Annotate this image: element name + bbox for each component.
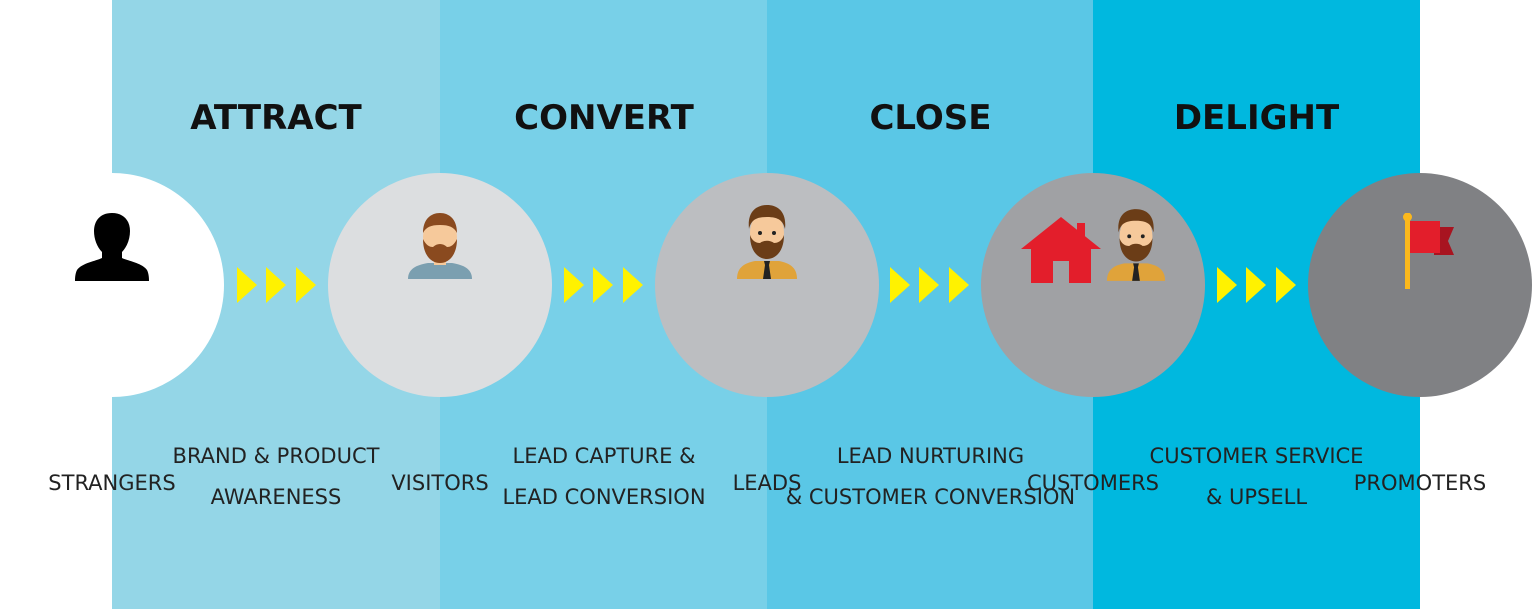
persona-leads: LEADS xyxy=(655,173,879,495)
arrow-chevrons-icon xyxy=(890,267,969,303)
persona-promoters: PROMOTERS xyxy=(1308,173,1532,495)
stage-title: CONVERT xyxy=(514,98,694,138)
bearded-man-icon xyxy=(408,213,472,279)
persona-visitors: VISITORS xyxy=(328,173,552,495)
stage-description: LEAD NURTURING & CUSTOMER CONVERSION xyxy=(767,436,1094,518)
house-icon xyxy=(1021,217,1101,283)
desc-line: & UPSELL xyxy=(1205,485,1308,509)
persona-label: LEADS xyxy=(732,471,802,495)
desc-line: BRAND & PRODUCT xyxy=(172,444,380,468)
stage-title: CLOSE xyxy=(869,98,992,138)
desc-line: LEAD CAPTURE & xyxy=(512,444,696,468)
persona-label: CUSTOMERS xyxy=(1026,471,1160,495)
stage-title: DELIGHT xyxy=(1173,98,1340,138)
persona-strangers: STRANGERS xyxy=(0,173,224,495)
arrow-chevrons-icon xyxy=(237,267,316,303)
stage-description: BRAND & PRODUCT AWARENESS xyxy=(112,436,440,518)
desc-line: LEAD CONVERSION xyxy=(502,485,706,509)
desc-line: CUSTOMER SERVICE xyxy=(1149,444,1364,468)
stage-description: CUSTOMER SERVICE & UPSELL xyxy=(1093,436,1420,518)
desc-line: & CUSTOMER CONVERSION xyxy=(785,485,1076,509)
silhouette-person-icon xyxy=(75,213,149,281)
persona-customers: CUSTOMERS xyxy=(981,173,1205,495)
desc-line: LEAD NURTURING xyxy=(836,444,1025,468)
desc-line: AWARENESS xyxy=(210,485,342,509)
arrow-chevrons-icon xyxy=(1217,267,1296,303)
arrow-chevrons-icon xyxy=(564,267,643,303)
businessman-icon xyxy=(737,205,797,279)
persona-label: VISITORS xyxy=(391,471,489,495)
stage-title: ATTRACT xyxy=(190,98,362,138)
businessman-icon xyxy=(1106,209,1166,281)
persona-label: PROMOTERS xyxy=(1353,471,1487,495)
persona-label: STRANGERS xyxy=(48,471,176,495)
flag-icon xyxy=(1403,213,1454,289)
stage-description: LEAD CAPTURE & LEAD CONVERSION xyxy=(440,436,768,518)
